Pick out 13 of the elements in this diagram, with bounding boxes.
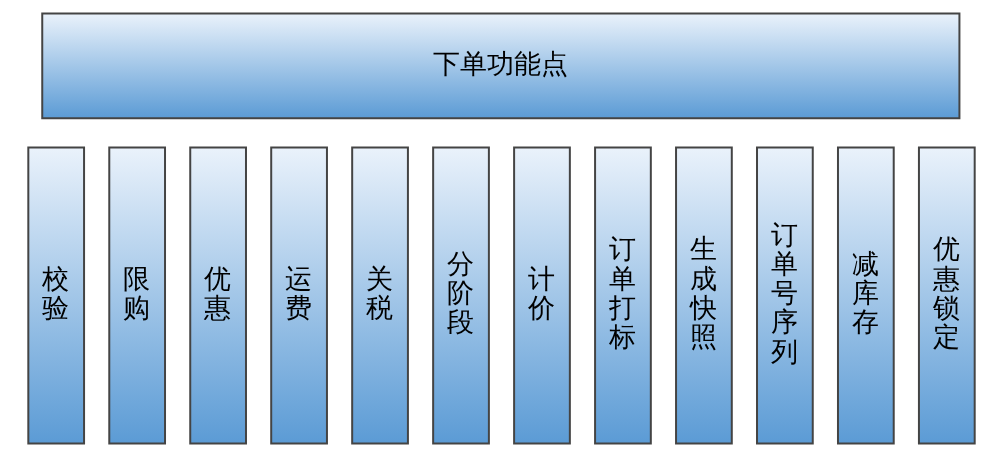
- node-box: 生成快照: [675, 146, 733, 445]
- node-box: 订单号序列: [756, 146, 814, 445]
- node-box: 分阶段: [432, 146, 490, 445]
- node-box: 优惠锁定: [917, 146, 976, 445]
- node-box: 限购: [108, 146, 166, 445]
- node-box: 运费: [270, 146, 328, 445]
- node-box: 优惠: [189, 146, 247, 445]
- node-box: 订单打标: [594, 146, 652, 445]
- node-box: 减库存: [837, 146, 895, 445]
- node-box: 校验: [27, 146, 86, 445]
- node-box: 计价: [513, 146, 571, 445]
- node-box: 下单功能点: [41, 12, 961, 120]
- node-box: 关税: [351, 146, 409, 445]
